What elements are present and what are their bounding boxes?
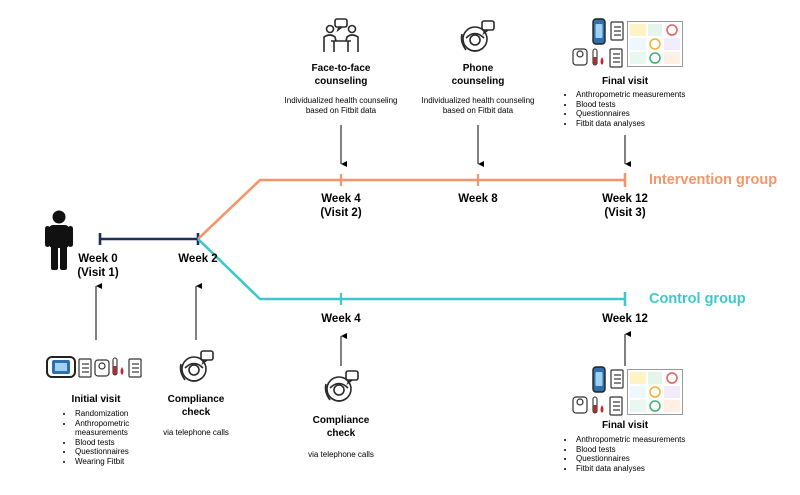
list-item: Randomization — [74, 409, 174, 419]
phone-headset-icon — [324, 370, 359, 402]
scale-icon — [572, 48, 588, 66]
final-visit-control-icons — [570, 366, 685, 418]
list-item: Blood tests — [74, 438, 174, 448]
list-item: Blood tests — [575, 445, 715, 455]
week0-sub-label: (Visit 1) — [77, 267, 119, 279]
questionnaire-icon — [610, 21, 624, 41]
list-item: Blood tests — [575, 100, 715, 110]
week2-compliance-desc: via telephone calls — [163, 428, 229, 437]
face-counseling-title-2: counseling — [314, 76, 368, 87]
final-visit-intervention-title: Final visit — [601, 76, 649, 87]
final-visit-control-title: Final visit — [601, 420, 649, 431]
phone-counseling-title-2: counseling — [451, 76, 505, 87]
initial-visit-list: Randomization Anthropometricmeasurements… — [62, 409, 174, 467]
intervention-week4-label: Week 4 — [321, 193, 361, 205]
phone-counseling-desc-1: Individualized health counseling — [421, 96, 535, 105]
final-visit-intervention-list: Anthropometric measurements Blood tests … — [563, 90, 715, 128]
questionnaire-small-icon — [609, 396, 623, 416]
scale-icon — [94, 359, 110, 377]
list-item: Fitbit data analyses — [575, 464, 715, 474]
dashboard-icon — [627, 21, 683, 67]
control-line — [197, 238, 625, 301]
intervention-line — [197, 178, 625, 240]
final-visit-control-list: Anthropometric measurements Blood tests … — [563, 435, 715, 473]
intervention-week4-sub-label: (Visit 2) — [320, 207, 362, 219]
intervention-week12-sub-label: (Visit 3) — [604, 207, 646, 219]
week2-compliance-title-2: check — [181, 407, 211, 418]
week2-compliance-title-1: Compliance — [167, 394, 225, 405]
control-week4-label: Week 4 — [321, 313, 361, 325]
intervention-week8-label: Week 8 — [458, 193, 498, 205]
blood-sample-icon — [592, 48, 604, 66]
face-counseling-title-1: Face-to-face — [311, 63, 371, 74]
control-group-label: Control group — [649, 291, 746, 307]
dashboard-icon — [627, 369, 683, 415]
blood-sample-icon — [112, 357, 124, 376]
control-compliance-title-2: check — [326, 428, 356, 439]
fitbit-tracker-icon — [592, 366, 606, 393]
scale-icon — [572, 396, 588, 414]
final-visit-intervention-icons — [570, 18, 685, 70]
list-item: Fitbit data analyses — [575, 119, 715, 129]
questionnaire-small-icon — [609, 48, 623, 68]
list-item: Wearing Fitbit — [74, 457, 174, 467]
intervention-week12-label: Week 12 — [602, 193, 648, 205]
list-item: Anthropometric measurements — [575, 435, 715, 445]
phone-counseling-desc-2: based on Fitbit data — [442, 106, 514, 115]
week0-label: Week 0 — [78, 253, 118, 265]
initial-visit-icons — [46, 352, 146, 386]
phone-headset-icon — [179, 350, 214, 382]
questionnaire-icon — [78, 358, 92, 378]
control-week12-label: Week 12 — [602, 313, 648, 325]
fitbit-tracker-icon — [46, 356, 76, 378]
control-compliance-title-1: Compliance — [312, 415, 370, 426]
list-item: Questionnaires — [575, 454, 715, 464]
list-item: Anthropometric measurements — [575, 90, 715, 100]
week2-label: Week 2 — [178, 253, 218, 265]
person-icon — [45, 210, 73, 270]
meeting-icon — [323, 18, 359, 52]
intervention-group-label: Intervention group — [649, 172, 778, 188]
blood-sample-icon — [592, 396, 604, 414]
initial-visit-title: Initial visit — [71, 394, 121, 405]
list-item: Questionnaires — [575, 109, 715, 119]
fitbit-tracker-icon — [592, 18, 606, 45]
list-item: Questionnaires — [74, 447, 174, 457]
phone-headset-icon — [460, 20, 495, 52]
control-compliance-desc: via telephone calls — [308, 450, 374, 459]
questionnaire-checklist-icon — [128, 358, 142, 378]
face-counseling-desc-2: based on Fitbit data — [305, 106, 377, 115]
face-counseling-desc-1: Individualized health counseling — [284, 96, 398, 105]
phone-counseling-title-1: Phone — [462, 63, 494, 74]
questionnaire-icon — [610, 369, 624, 389]
